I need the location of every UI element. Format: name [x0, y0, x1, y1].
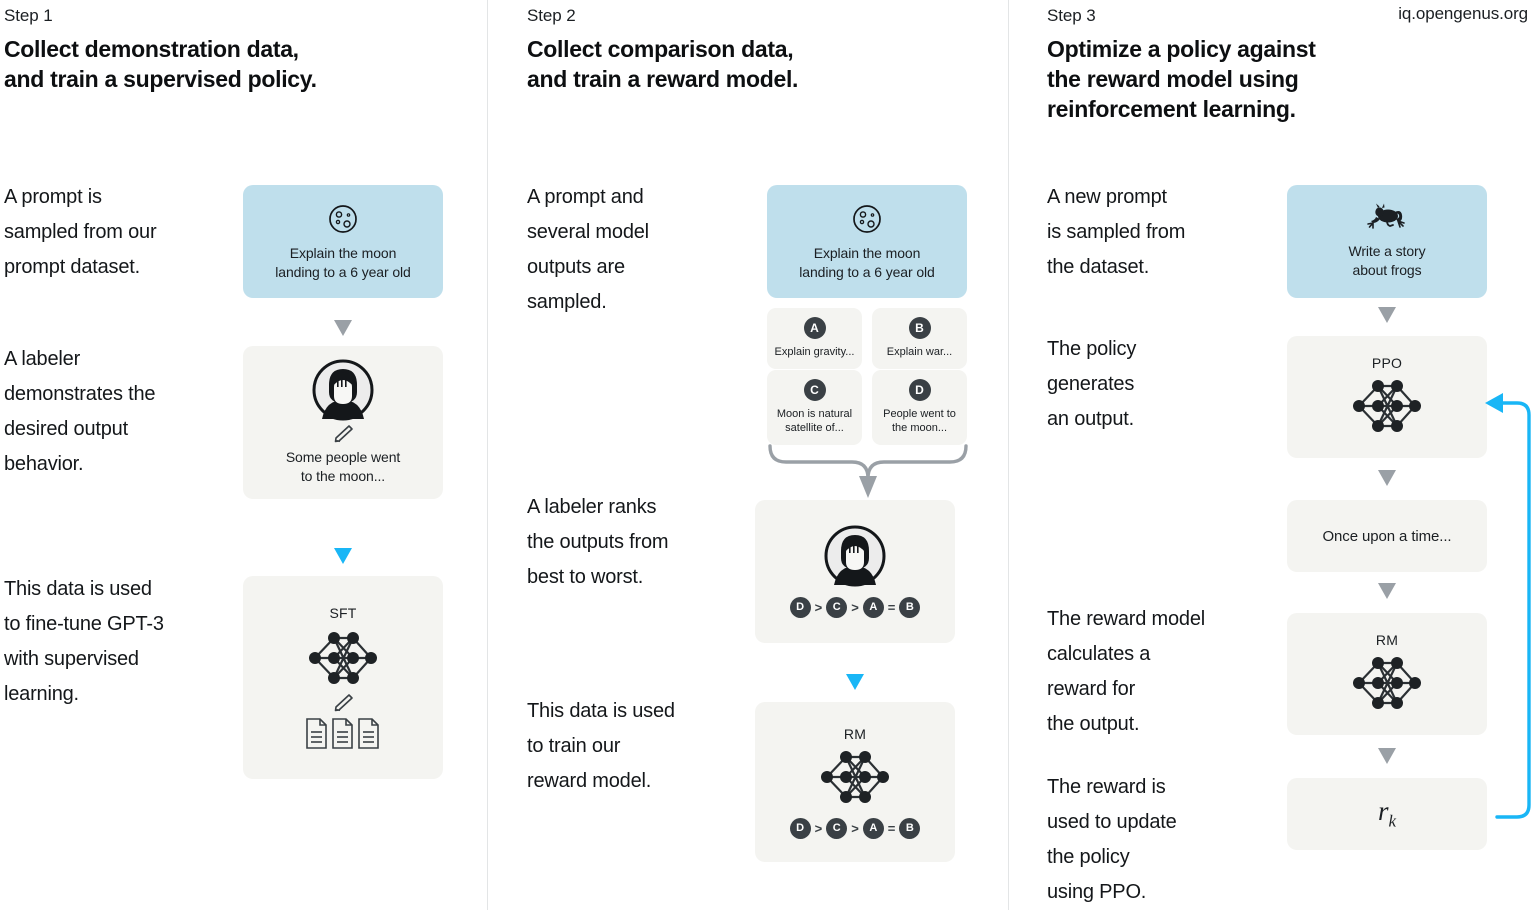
step-2-rm-title: RM — [843, 725, 867, 742]
step-1-column: Step 1 Collect demonstration data, and t… — [0, 0, 487, 910]
step-2-column: Step 2 Collect comparison data, and trai… — [488, 0, 1008, 910]
watermark: iq.opengenus.org — [1398, 4, 1528, 23]
step-1-text-2: A labeler demonstrates the desired outpu… — [4, 348, 156, 475]
step-2-ranking-row: D > C > A = B — [789, 597, 921, 618]
step-1-prompt-card[interactable]: Explain the moon landing to a 6 year old — [243, 185, 443, 298]
step-1-sft-title: SFT — [329, 604, 357, 621]
step-1-text-3: This data is used to fine-tune GPT-3 wit… — [4, 578, 164, 705]
neural-network-icon — [302, 625, 384, 691]
rank-op-3: = — [887, 600, 896, 615]
neural-network-icon — [814, 744, 896, 810]
merge-brace-connector — [758, 440, 978, 502]
column-divider-2 — [1008, 0, 1009, 910]
step-3-reward-card[interactable]: rk — [1287, 778, 1487, 850]
rm-rank-op-2: > — [851, 820, 859, 836]
frog-icon — [1367, 203, 1407, 233]
step-1-arrow-2 — [334, 548, 352, 564]
step-3-arrow-3 — [1378, 583, 1396, 599]
option-badge-c: C — [803, 379, 826, 401]
step-3-output-text: Once upon a time... — [1322, 527, 1452, 545]
step-3-arrow-1 — [1378, 307, 1396, 323]
option-text-b: Explain war... — [886, 346, 953, 358]
rank-badge-d: D — [789, 597, 811, 618]
step-2-text-2: A labeler ranks the outputs from best to… — [527, 496, 669, 588]
feedback-loop-arrow — [1479, 380, 1536, 830]
neural-network-icon — [1346, 373, 1428, 439]
step-3-arrow-2 — [1378, 470, 1396, 486]
step-2-title: Collect comparison data, and train a rew… — [527, 36, 799, 92]
rm-rank-badge-b: B — [899, 817, 921, 839]
step-3-prompt-card[interactable]: Write a story about frogs — [1287, 185, 1487, 298]
step-2-prompt-card[interactable]: Explain the moon landing to a 6 year old — [767, 185, 967, 298]
step-3-ppo-card[interactable]: PPO — [1287, 336, 1487, 458]
moon-icon — [850, 202, 884, 236]
step-1-prompt-text: Explain the moon landing to a 6 year old — [275, 244, 411, 280]
option-card-d[interactable]: D People went to the moon... — [872, 370, 967, 445]
step-1-title: Collect demonstration data, and train a … — [4, 36, 317, 92]
option-card-b[interactable]: B Explain war... — [872, 308, 967, 369]
option-badge-b: B — [908, 317, 931, 339]
labeler-avatar-icon — [824, 525, 886, 587]
step-3-arrow-4 — [1378, 748, 1396, 764]
rank-badge-c: C — [826, 597, 848, 618]
pencil-icon — [331, 693, 355, 713]
rank-op-1: > — [814, 600, 823, 615]
rank-badge-a: A — [862, 597, 884, 618]
step-2-rm-ranking-row: D > C > A = B — [789, 817, 921, 839]
rm-rank-op-3: = — [887, 820, 896, 836]
documents-icon — [304, 717, 382, 751]
option-badge-a: A — [803, 317, 826, 339]
step-3-label: Step 3 — [1047, 6, 1096, 25]
step-3-text-2: The policy generates an output. — [1047, 338, 1137, 430]
reward-symbol: rk — [1378, 796, 1396, 831]
labeler-avatar-icon — [312, 359, 374, 421]
option-card-c[interactable]: C Moon is natural satellite of... — [767, 370, 862, 445]
rm-rank-badge-a: A — [862, 817, 884, 839]
column-divider-1 — [487, 0, 488, 910]
option-text-c: Moon is natural satellite of... — [776, 408, 853, 434]
option-text-a: Explain gravity... — [774, 346, 855, 358]
option-text-d: People went to the moon... — [883, 408, 956, 434]
step-1-sft-card[interactable]: SFT — [243, 576, 443, 779]
step-1-labeler-card[interactable]: Some people went to the moon... — [243, 346, 443, 499]
option-card-a[interactable]: A Explain gravity... — [767, 308, 862, 369]
reward-symbol-k: k — [1388, 811, 1397, 831]
step-3-rm-title: RM — [1375, 632, 1399, 648]
step-3-text-4: The reward is used to update the policy … — [1047, 776, 1177, 903]
step-3-prompt-text: Write a story about frogs — [1348, 243, 1426, 278]
rm-rank-op-1: > — [814, 820, 823, 836]
moon-icon — [326, 202, 360, 236]
rm-rank-badge-d: D — [789, 817, 811, 839]
step-2-rm-card[interactable]: RM — [755, 702, 955, 862]
neural-network-icon — [1346, 650, 1428, 716]
step-3-rm-card[interactable]: RM — [1287, 613, 1487, 735]
step-3-column: Step 3 Optimize a policy against the rew… — [1009, 0, 1536, 910]
step-2-label: Step 2 — [527, 6, 576, 25]
step-1-label: Step 1 — [4, 6, 53, 25]
step-2-arrow-blue — [846, 674, 864, 690]
reward-symbol-r: r — [1377, 796, 1389, 827]
option-badge-d: D — [908, 379, 931, 401]
rank-badge-b: B — [899, 597, 921, 618]
step-3-output-card[interactable]: Once upon a time... — [1287, 500, 1487, 572]
step-3-text-1: A new prompt is sampled from the dataset… — [1047, 186, 1186, 278]
rank-op-2: > — [851, 600, 859, 615]
step-2-prompt-text: Explain the moon landing to a 6 year old — [799, 244, 935, 280]
step-3-title: Optimize a policy against the reward mod… — [1047, 36, 1316, 122]
step-1-text-1: A prompt is sampled from our prompt data… — [4, 186, 157, 278]
step-2-labeler-card[interactable]: D > C > A = B — [755, 500, 955, 643]
step-2-text-1: A prompt and several model outputs are s… — [527, 186, 649, 313]
step-1-labeler-text: Some people went to the moon... — [285, 449, 401, 484]
step-1-arrow-1 — [334, 320, 352, 336]
pencil-icon — [331, 424, 355, 444]
step-3-text-3: The reward model calculates a reward for… — [1047, 608, 1205, 735]
rm-rank-badge-c: C — [826, 817, 848, 839]
step-3-ppo-title: PPO — [1371, 355, 1403, 371]
step-2-text-3: This data is used to train our reward mo… — [527, 700, 675, 792]
